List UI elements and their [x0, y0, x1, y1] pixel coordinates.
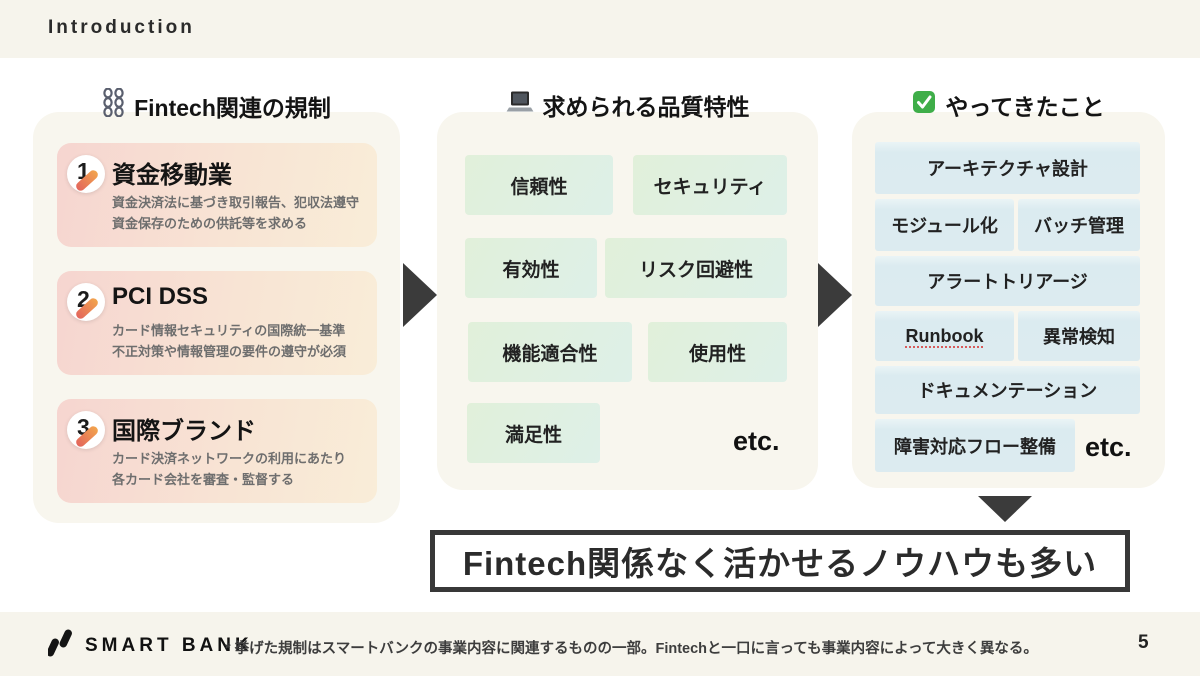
regulation-card-pci-dss: 2 PCI DSS カード情報セキュリティの国際統一基準 不正対策や情報管理の要… — [57, 271, 377, 375]
card-desc-line2: 資金保存のための供託等を求める — [112, 216, 308, 231]
slide-section-label: Introduction — [48, 17, 195, 38]
done-box-runbook: Runbook — [875, 311, 1014, 361]
done-box-anomaly-detection: 異常検知 — [1018, 311, 1140, 361]
card-description: カード決済ネットワークの利用にあたり 各カード会社を審査・監督する — [112, 448, 346, 490]
brand-name: SMART BANK — [85, 634, 253, 656]
qualities-etc-label: etc. — [733, 426, 780, 456]
quality-box-security: セキュリティ — [633, 155, 787, 215]
quality-box-effectiveness: 有効性 — [465, 238, 597, 298]
quality-box-functional-suitability: 機能適合性 — [468, 322, 632, 382]
quality-box-risk-avoidance: リスク回避性 — [605, 238, 787, 298]
smartbank-logo: SMART BANK — [46, 628, 253, 663]
page-number: 5 — [1138, 632, 1149, 653]
quality-box-reliability: 信頼性 — [465, 155, 613, 215]
flow-arrow-right-icon — [818, 263, 852, 327]
done-box-incident-flow: 障害対応フロー整備 — [875, 419, 1075, 472]
footnote-text: * 挙げた規制はスマートバンクの事業内容に関連するものの一部。Fintechと一… — [225, 641, 1038, 657]
qualities-column-title: 求められる品質特性 — [437, 88, 818, 122]
quality-box-satisfaction: 満足性 — [467, 403, 600, 463]
done-box-modularization: モジュール化 — [875, 199, 1014, 251]
regulation-card-international-brand: 3 国際ブランド カード決済ネットワークの利用にあたり 各カード会社を審査・監督… — [57, 399, 377, 503]
done-title-text: やってきたこと — [945, 94, 1105, 120]
card-title: 資金移動業 — [112, 162, 232, 189]
card-description: カード情報セキュリティの国際統一基準 不正対策や情報管理の要件の遵守が必須 — [112, 320, 346, 362]
done-etc-label: etc. — [1085, 432, 1132, 462]
done-box-batch-management: バッチ管理 — [1018, 199, 1140, 251]
flow-arrow-down-icon — [978, 496, 1032, 522]
card-desc-line2: 不正対策や情報管理の要件の遵守が必須 — [112, 344, 347, 359]
done-box-documentation: ドキュメンテーション — [875, 366, 1140, 414]
check-icon — [912, 90, 936, 120]
flow-arrow-right-icon — [403, 263, 437, 327]
regulations-column-title: Fintech関連の規制 — [33, 87, 400, 123]
top-band — [0, 0, 1200, 58]
card-desc-line1: 資金決済法に基づき取引報告、犯収法遵守 — [112, 195, 360, 210]
chains-icon — [102, 87, 125, 123]
done-column-title: やってきたこと — [852, 88, 1165, 122]
laptop-icon — [506, 90, 534, 120]
done-box-architecture: アーキテクチャ設計 — [875, 142, 1140, 194]
runbook-label: Runbook — [905, 325, 984, 346]
quality-box-usability: 使用性 — [648, 322, 787, 382]
card-title: 国際ブランド — [112, 418, 256, 445]
card-desc-line1: カード情報セキュリティの国際統一基準 — [112, 323, 346, 338]
regulations-title-text: Fintech関連の規制 — [134, 94, 331, 121]
done-box-alert-triage: アラートトリアージ — [875, 256, 1140, 306]
regulation-card-funds-transfer: 1 資金移動業 資金決済法に基づき取引報告、犯収法遵守 資金保存のための供託等を… — [57, 143, 377, 247]
conclusion-banner: Fintech関係なく活かせるノウハウも多い — [430, 530, 1130, 592]
number-badge-1: 1 — [67, 155, 105, 193]
card-desc-line1: カード決済ネットワークの利用にあたり — [112, 451, 347, 466]
qualities-title-text: 求められる品質特性 — [542, 94, 750, 120]
card-title: PCI DSS — [112, 283, 209, 310]
card-desc-line2: 各カード会社を審査・監督する — [112, 472, 295, 487]
number-badge-3: 3 — [67, 411, 105, 449]
smartbank-logomark-icon — [46, 628, 73, 663]
card-description: 資金決済法に基づき取引報告、犯収法遵守 資金保存のための供託等を求める — [112, 192, 359, 234]
footer-band — [0, 612, 1200, 676]
number-badge-2: 2 — [67, 283, 105, 321]
